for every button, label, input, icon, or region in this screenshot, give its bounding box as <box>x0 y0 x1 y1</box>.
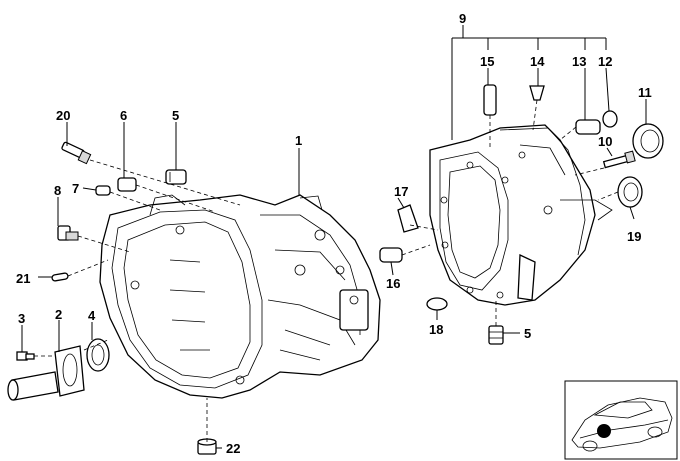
part-7-dowel <box>95 185 111 196</box>
callout-3: 3 <box>18 311 25 326</box>
callout-4: 4 <box>88 308 96 323</box>
part-21-pin <box>51 272 69 282</box>
leader-lines <box>21 25 647 449</box>
part-18-cap <box>426 297 448 311</box>
part-10-bolt <box>602 150 636 169</box>
part-15-rod <box>483 84 497 116</box>
part-5-plug-bottom <box>488 325 504 345</box>
callout-16: 16 <box>386 276 400 291</box>
callout-7: 7 <box>72 181 79 196</box>
part-12-ring <box>602 110 618 128</box>
location-marker-icon <box>597 424 611 438</box>
part-2-guide-sleeve <box>7 345 85 401</box>
callouts: 1 2 3 4 5 5 6 7 8 9 10 11 12 13 14 15 16… <box>16 11 652 456</box>
callout-2: 2 <box>55 307 62 322</box>
part-16-sleeve <box>379 247 403 263</box>
callout-14: 14 <box>530 54 545 69</box>
transmission-case <box>429 124 613 306</box>
callout-1: 1 <box>295 133 302 148</box>
part-8-sensor <box>57 225 79 241</box>
part-11-seal <box>632 123 664 159</box>
callout-19: 19 <box>627 229 641 244</box>
callout-22: 22 <box>226 441 240 456</box>
part-5-plug-top <box>165 169 187 185</box>
part-19-ring <box>617 176 643 208</box>
callout-8: 8 <box>54 183 61 198</box>
part-3-bolt <box>16 351 35 361</box>
part-14-plug <box>529 85 545 101</box>
part-6-sleeve <box>117 177 137 192</box>
callout-10: 10 <box>598 134 612 149</box>
callout-20: 20 <box>56 108 70 123</box>
part-17-bracket <box>397 204 419 233</box>
callout-21: 21 <box>16 271 30 286</box>
callout-13: 13 <box>572 54 586 69</box>
callout-12: 12 <box>598 54 612 69</box>
callout-5-top: 5 <box>172 108 179 123</box>
part-13-sleeve <box>575 119 601 135</box>
callout-15: 15 <box>480 54 494 69</box>
callout-9: 9 <box>459 11 466 26</box>
assembly-axes <box>34 99 619 442</box>
callout-11: 11 <box>638 85 652 100</box>
callout-6: 6 <box>120 108 127 123</box>
callout-17: 17 <box>394 184 408 199</box>
part-20-bolt <box>61 141 92 165</box>
part-4-seal <box>86 338 110 372</box>
clutch-housing <box>99 194 381 399</box>
vehicle-locator-thumbnail <box>564 380 678 460</box>
callout-5-bottom: 5 <box>524 326 531 341</box>
callout-18: 18 <box>429 322 443 337</box>
